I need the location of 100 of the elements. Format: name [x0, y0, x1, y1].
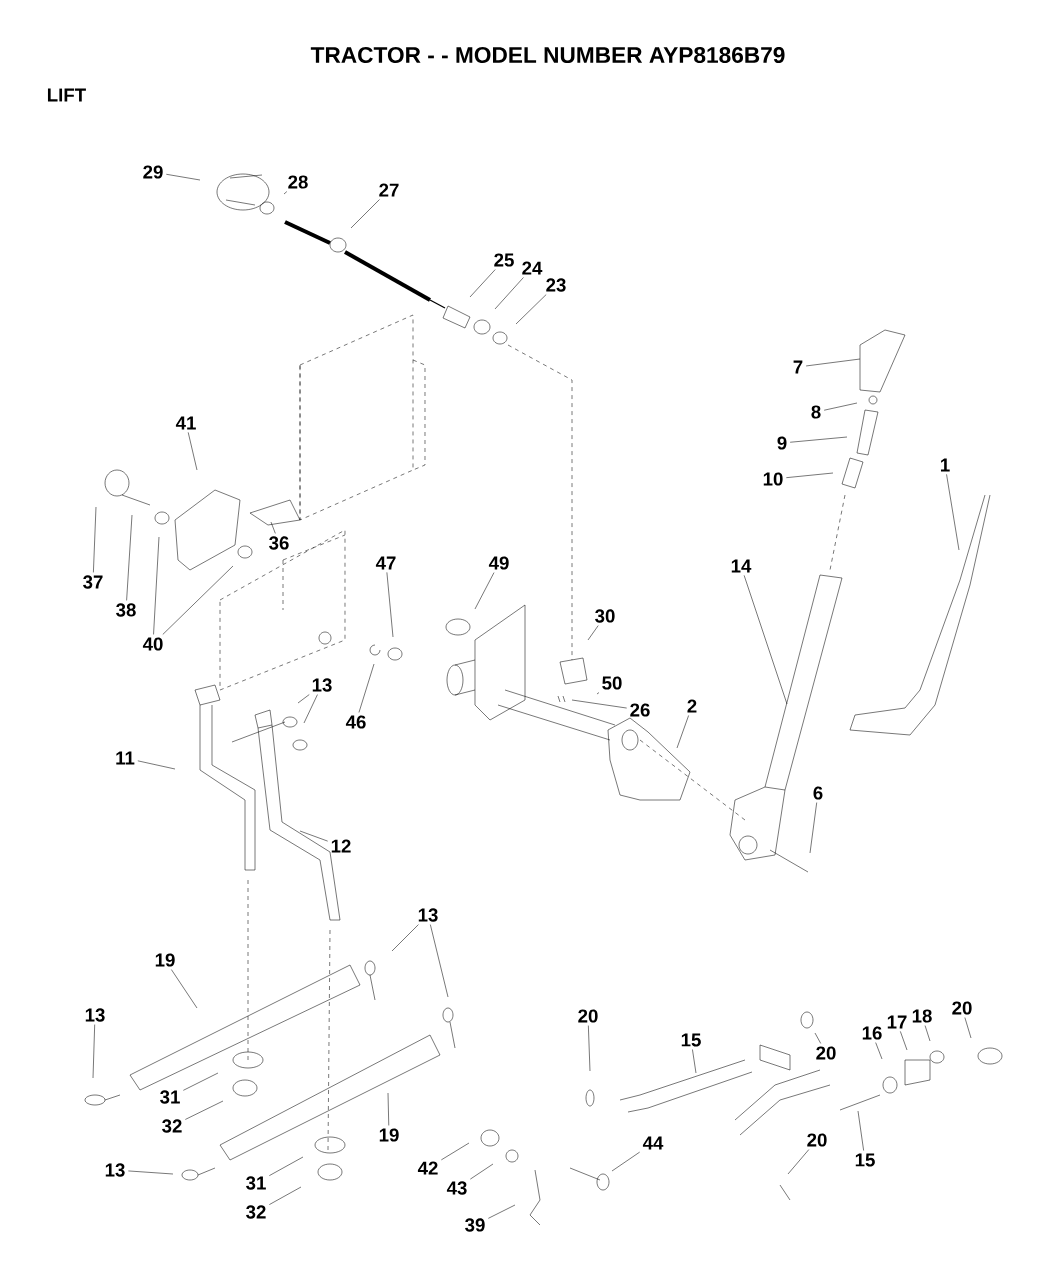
leader-line	[162, 565, 234, 635]
callout-number: 23	[546, 278, 566, 292]
callout-number: 28	[288, 175, 308, 189]
leader-line	[789, 436, 848, 443]
leader-line	[92, 1024, 95, 1079]
leader-line	[187, 432, 198, 471]
callout-number: 19	[155, 953, 175, 967]
leader-line	[166, 174, 201, 181]
leader-line	[270, 521, 276, 534]
callout-number: 13	[85, 1008, 105, 1022]
callout-number: 15	[681, 1033, 701, 1047]
callout-number: 19	[379, 1128, 399, 1142]
leader-line	[303, 694, 318, 724]
callout-number: 20	[807, 1133, 827, 1147]
leader-line	[587, 625, 599, 641]
leader-line	[814, 1032, 822, 1044]
callout-number: 25	[494, 253, 514, 267]
leader-line	[488, 1204, 516, 1219]
callout-number: 38	[116, 603, 136, 617]
leader-line	[269, 1156, 304, 1176]
callout-number: 13	[418, 908, 438, 922]
leader-line	[857, 1110, 864, 1151]
leader-line	[128, 1170, 174, 1175]
leader-line	[964, 1017, 972, 1039]
leader-line	[474, 572, 495, 610]
leader-line	[946, 474, 960, 551]
callout-number: 50	[602, 676, 622, 690]
leader-line	[297, 694, 310, 704]
leader-line	[900, 1031, 908, 1051]
callout-number: 18	[912, 1009, 932, 1023]
callout-number: 20	[952, 1001, 972, 1015]
leader-line	[786, 472, 834, 478]
leader-line	[171, 969, 198, 1009]
callout-number: 49	[488, 556, 509, 570]
callout-number: 2	[687, 699, 697, 713]
leader-line	[137, 760, 176, 770]
callout-number: 8	[811, 405, 821, 419]
leader-line	[875, 1042, 883, 1060]
leader-line	[571, 699, 627, 709]
callout-number: 42	[417, 1161, 438, 1175]
leader-line	[588, 1025, 591, 1072]
callout-number: 13	[312, 678, 332, 692]
leader-line	[494, 277, 524, 310]
leader-line	[809, 802, 817, 854]
callout-number: 40	[142, 637, 163, 651]
leader-line	[823, 402, 858, 411]
callout-number: 7	[793, 360, 803, 374]
callout-number: 36	[269, 536, 289, 550]
leader-line	[924, 1025, 931, 1042]
leader-line	[358, 663, 375, 713]
leader-line	[283, 191, 288, 195]
leader-line	[596, 692, 600, 695]
callout-number: 41	[175, 416, 196, 430]
callout-number: 31	[246, 1176, 266, 1190]
callout-number: 6	[813, 786, 823, 800]
leader-line	[515, 294, 547, 325]
section-label: LIFT	[47, 88, 86, 102]
callout-number: 10	[763, 472, 783, 486]
leader-line	[350, 199, 380, 229]
callout-number: 20	[816, 1046, 836, 1060]
callout-number: 17	[887, 1015, 907, 1029]
callout-number: 32	[162, 1119, 182, 1133]
leader-line	[183, 1072, 219, 1091]
callout-number: 27	[379, 183, 399, 197]
leader-line	[153, 536, 160, 635]
title: TRACTOR - - MODEL NUMBER AYP8186B79	[310, 47, 785, 64]
callout-number: 14	[731, 559, 752, 573]
leader-line	[185, 1100, 224, 1120]
leader-line	[387, 1092, 390, 1126]
leader-line	[805, 358, 861, 367]
callout-number: 46	[345, 715, 366, 729]
leader-line	[469, 269, 496, 298]
callout-number: 47	[375, 556, 396, 570]
leader-line	[676, 715, 689, 749]
callout-number: 9	[777, 436, 787, 450]
leader-line	[692, 1049, 697, 1074]
callout-number: 29	[143, 165, 163, 179]
callout-number: 20	[578, 1009, 598, 1023]
leader-line	[743, 575, 788, 705]
leader-line	[299, 830, 328, 842]
leader-line	[787, 1149, 810, 1175]
callout-number: 39	[465, 1218, 485, 1232]
callout-number: 43	[446, 1181, 467, 1195]
leader-line	[611, 1151, 640, 1172]
callout-number: 1	[941, 458, 950, 472]
callout-number: 32	[246, 1205, 266, 1219]
callout-number: 16	[862, 1026, 882, 1040]
leader-line	[441, 1142, 470, 1161]
callout-number: 37	[83, 575, 103, 589]
callout-number: 11	[116, 751, 135, 765]
callout-number: 12	[331, 839, 351, 853]
callout-number: 26	[630, 703, 650, 717]
callout-number: 24	[522, 261, 543, 275]
leader-line	[391, 924, 419, 952]
callout-number: 15	[855, 1153, 875, 1167]
leader-line	[93, 506, 97, 573]
callout-number: 44	[642, 1136, 664, 1150]
leader-line	[269, 1186, 302, 1205]
callout-number: 31	[160, 1090, 180, 1104]
callout-number: 13	[105, 1163, 125, 1177]
